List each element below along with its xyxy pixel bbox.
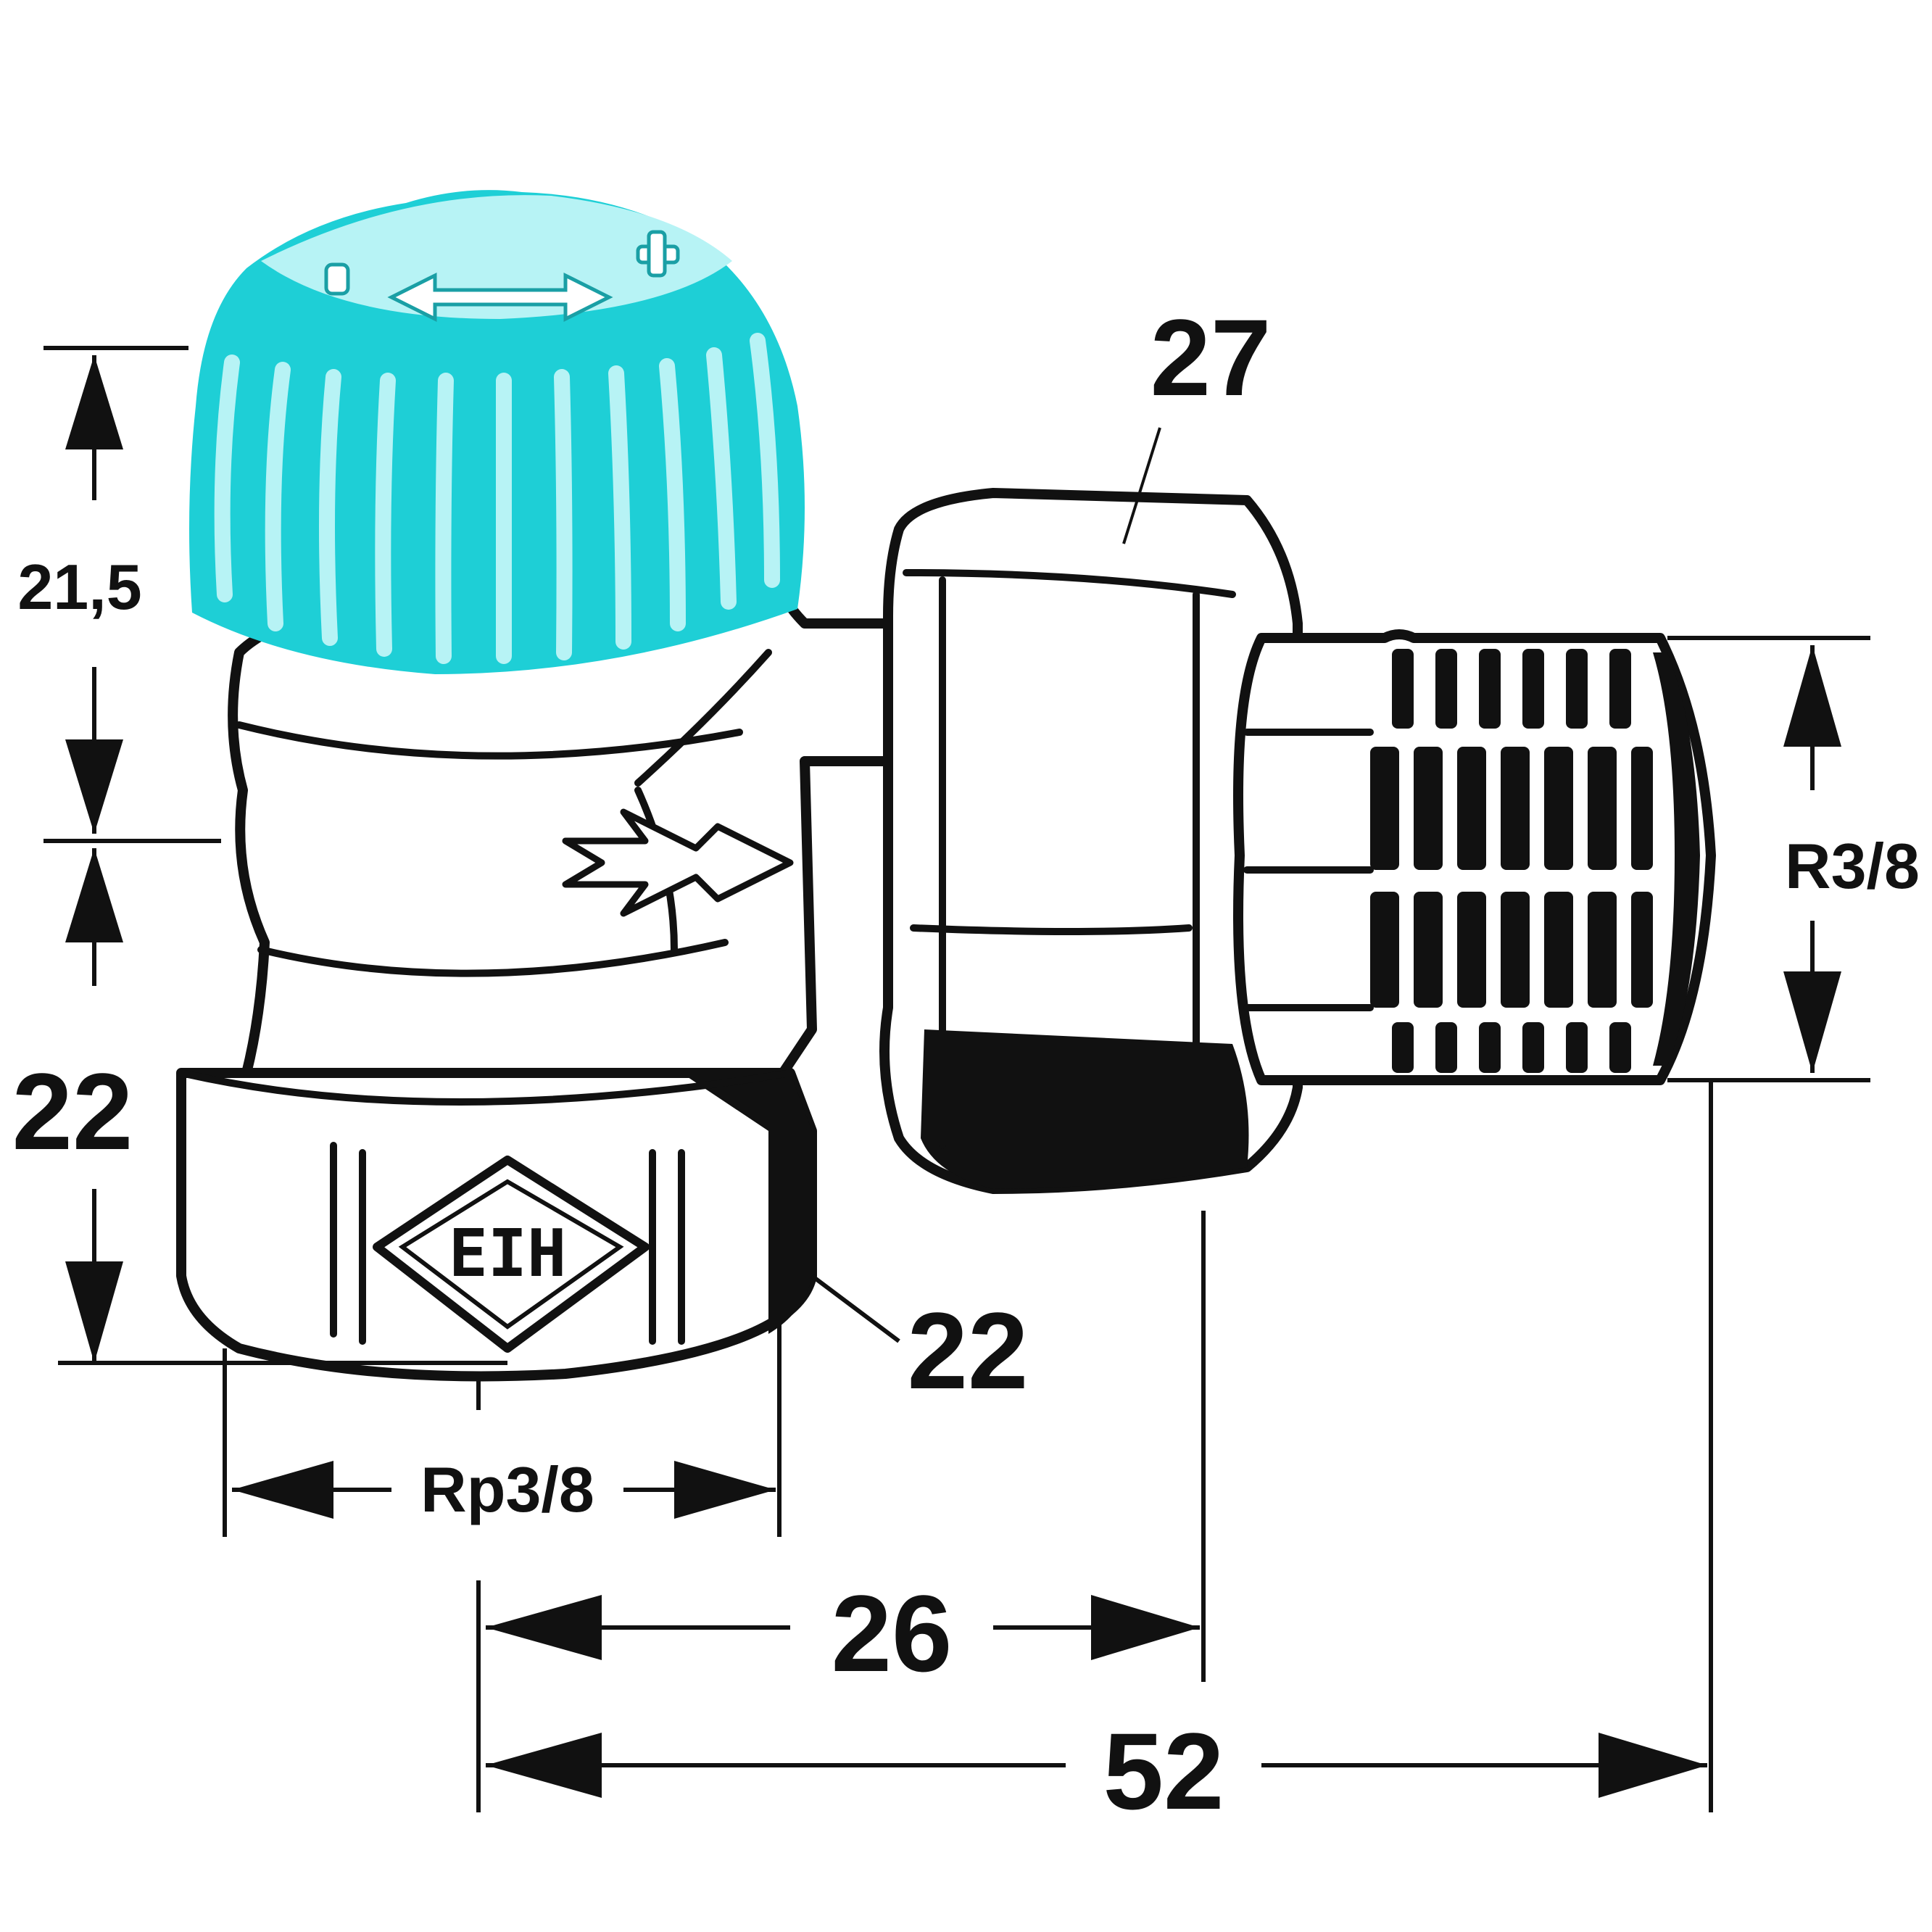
inlet-hex-label: 22 — [908, 1290, 1029, 1411]
cap-ribs — [214, 333, 780, 664]
logo-lettering: EIH — [449, 1216, 567, 1292]
maker-diamond-logo: EIH — [373, 1156, 650, 1353]
union-hex-nut — [879, 488, 1303, 1194]
outlet-thread-label: R3/8 — [1785, 830, 1920, 902]
dimension-labels: 21,5 22 Rp3/8 22 27 R3/8 26 52 — [12, 297, 1920, 1832]
adjust-arrows-icon — [324, 230, 680, 323]
thread-pattern — [1370, 649, 1653, 1073]
outlet-threaded-nipple — [1233, 629, 1716, 1085]
union-nut-label: 27 — [1151, 297, 1272, 418]
body-height-label: 22 — [12, 1050, 133, 1172]
thermostatic-cap — [189, 190, 805, 675]
axis-to-nut-label: 26 — [832, 1572, 953, 1694]
axis-to-outlet-label: 52 — [1103, 1710, 1224, 1832]
valve-body — [228, 589, 919, 1078]
dimension-lines — [43, 346, 1870, 1812]
cap-height-label: 21,5 — [17, 551, 141, 623]
flow-direction-arrow-icon — [562, 808, 794, 917]
inlet-thread-label: Rp3/8 — [420, 1454, 594, 1525]
